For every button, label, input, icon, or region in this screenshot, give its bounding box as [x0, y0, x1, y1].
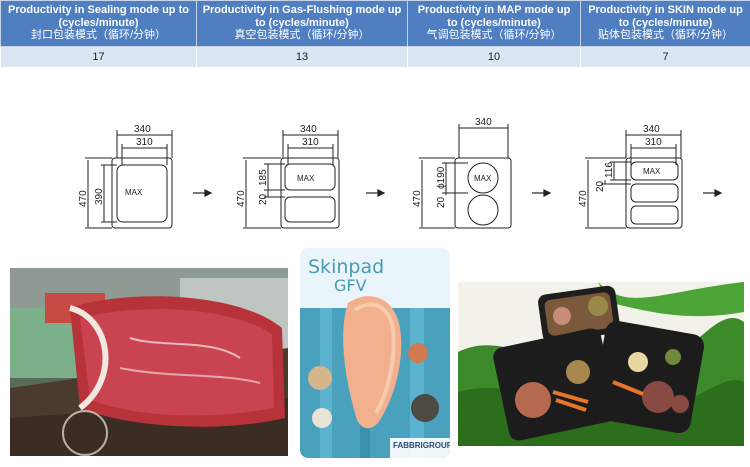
d1-inner-height: 390 — [94, 188, 105, 205]
header-skin: Productivity in SKIN mode up to (cycles/… — [580, 0, 750, 47]
header-map: Productivity in MAP mode up to (cycles/m… — [407, 0, 581, 47]
d1-height: 470 — [78, 190, 89, 207]
arrow-icon — [204, 189, 213, 197]
d1-width: 340 — [134, 124, 151, 135]
fabbri-logo: FABBRIGROUP — [393, 441, 450, 450]
meat-photo — [10, 268, 288, 456]
header-sealing: Productivity in Sealing mode up to (cycl… — [0, 0, 197, 47]
value-map: 10 — [407, 45, 581, 68]
d2-height: 470 — [236, 190, 247, 207]
value-sealing: 17 — [0, 45, 197, 68]
value-skin: 7 — [580, 45, 750, 68]
d2-width: 340 — [300, 124, 317, 135]
d2-gap: 20 — [258, 193, 269, 205]
table-header-row: Productivity in Sealing mode up to (cycl… — [0, 0, 750, 47]
d3-diameter: ϕ190 — [436, 166, 447, 189]
d4-max-label: MAX — [643, 167, 661, 176]
table-row: 17 13 10 7 — [0, 45, 750, 68]
d1-inner-width: 310 — [136, 137, 153, 148]
d2-max-label: MAX — [297, 174, 315, 183]
d4-inner-width: 310 — [645, 137, 662, 148]
d3-height: 470 — [412, 190, 423, 207]
arrow-icon — [543, 189, 552, 197]
tray-diagrams: 340 310 MAX 470 390 340 310 MAX 470 185 … — [78, 117, 723, 229]
header-gas-flushing: Productivity in Gas-Flushing mode up to … — [196, 0, 408, 47]
productivity-table: Productivity in Sealing mode up to (cycl… — [0, 0, 750, 68]
arrow-icon — [377, 189, 386, 197]
value-gas-flushing: 13 — [196, 45, 408, 68]
d1-max-label: MAX — [125, 188, 143, 197]
d3-gap: 20 — [436, 196, 447, 208]
d2-inner-height: 185 — [258, 169, 269, 186]
d3-max-label: MAX — [474, 174, 492, 183]
trays-photo — [458, 282, 744, 446]
skinpad-brand: Skinpad — [308, 256, 385, 278]
d4-inner-height: 116 — [604, 162, 615, 178]
d2-inner-width: 310 — [302, 137, 319, 148]
skinpad-sub: GFV — [334, 276, 367, 295]
d3-width: 340 — [475, 117, 492, 128]
skinpad-photo: Skinpad GFV FABBRIGROUP — [300, 248, 450, 458]
arrow-icon — [714, 189, 723, 197]
d4-width: 340 — [643, 124, 660, 135]
d4-height: 470 — [578, 190, 589, 207]
d4-gap: 20 — [595, 180, 606, 192]
